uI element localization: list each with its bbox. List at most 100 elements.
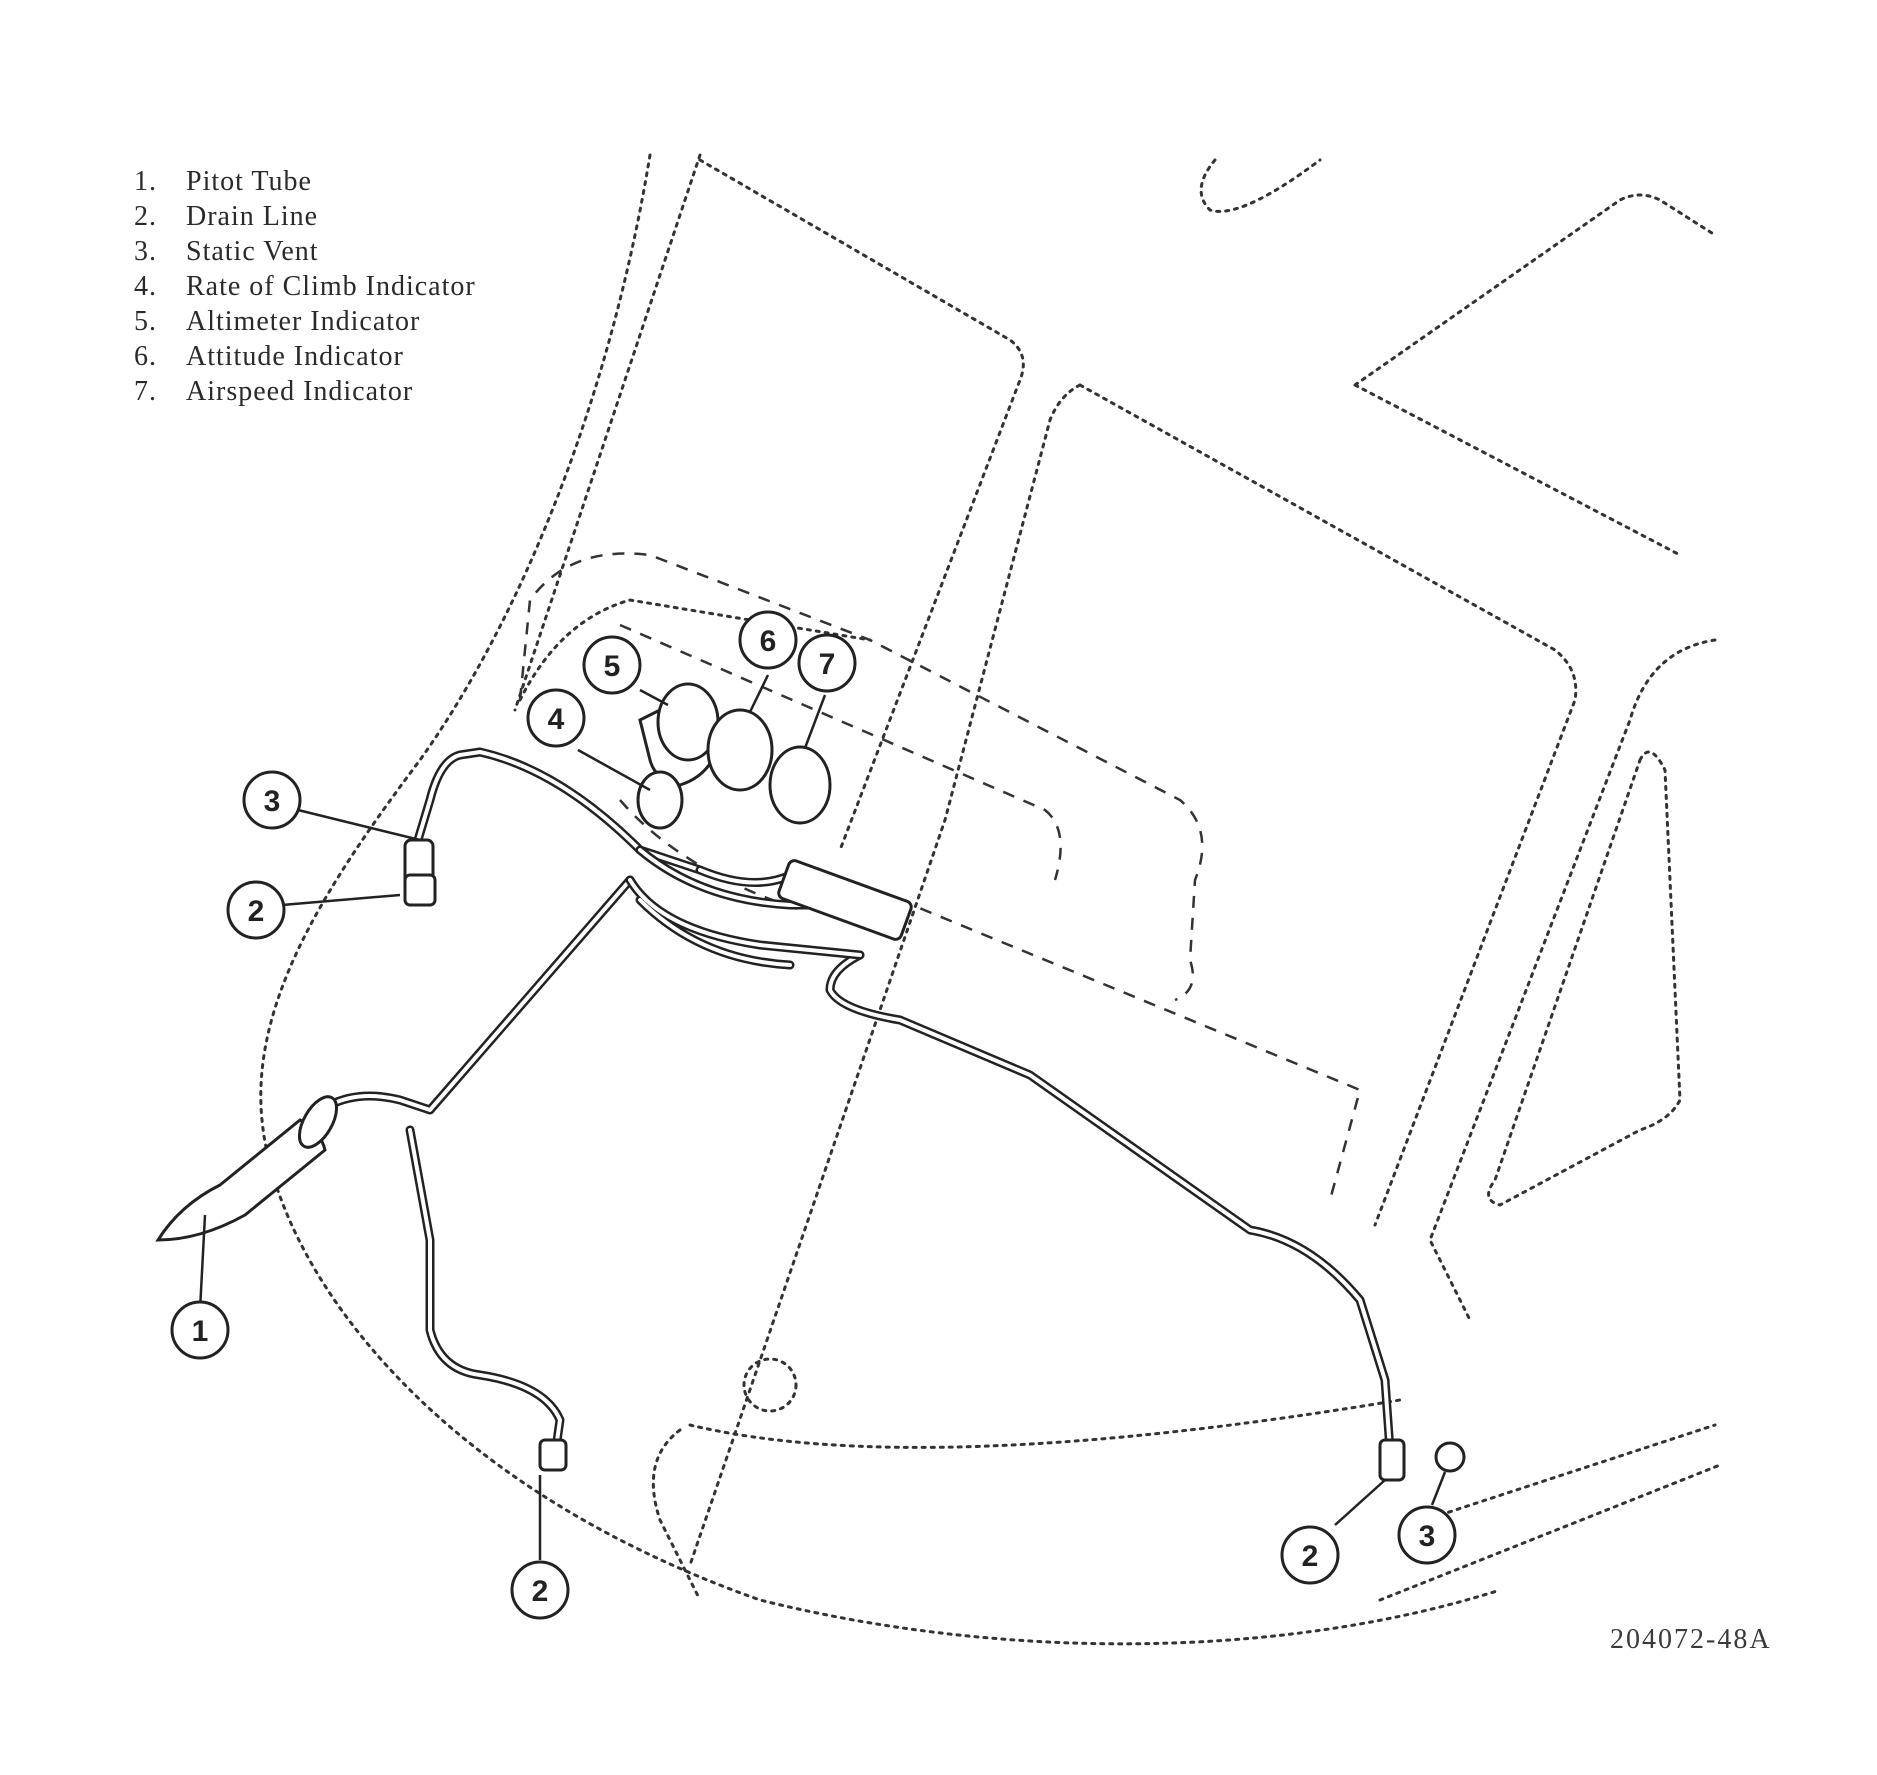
attitude-indicator-face	[706, 708, 774, 792]
static-line-right-inner	[828, 953, 1392, 1452]
rate-of-climb-indicator-face	[636, 770, 684, 830]
drain-fitting-left-upper	[403, 873, 437, 907]
legend-item-drain-line: 2. Drain Line	[134, 199, 476, 234]
window-left	[698, 158, 1025, 852]
callout-2-right: 2	[1280, 1525, 1340, 1585]
legend-number: 2.	[134, 201, 157, 232]
canopy-frame-left	[513, 153, 702, 712]
legend-label: Pitot Tube	[186, 166, 312, 197]
pitot-line-inner	[328, 878, 632, 1112]
callout-2-right-number: 2	[1302, 1540, 1319, 1573]
legend-number: 3.	[134, 236, 157, 267]
callout-2-bottom-number: 2	[532, 1575, 549, 1608]
top-vent	[1199, 158, 1322, 213]
legend-number: 6.	[134, 341, 157, 372]
legend-item-rate-of-climb-indicator: 4. Rate of Climb Indicator	[134, 269, 476, 304]
leader-5	[639, 688, 669, 707]
static-line-right	[825, 950, 1395, 1455]
legend-label: Drain Line	[186, 201, 319, 232]
access-port	[742, 1357, 798, 1413]
leader-1	[198, 1214, 207, 1311]
legend-label: Rate of Climb Indicator	[186, 271, 476, 302]
panel-lower-edge	[899, 898, 1362, 1201]
legend-number: 7.	[134, 376, 157, 407]
legend-number: 5.	[134, 306, 157, 337]
figure-id: 204072-48A	[1610, 1624, 1772, 1655]
callout-3-left: 3	[242, 770, 302, 830]
callout-2-left-upper-number: 2	[248, 895, 265, 928]
legend: 1.Pitot Tube 2.Drain Line 3.Static Vent …	[134, 164, 476, 409]
callout-3-left-circle	[242, 770, 302, 830]
callout-5-circle	[582, 635, 642, 695]
legend-item-attitude-indicator: 6. Attitude Indicator	[134, 339, 476, 374]
callout-4-number: 4	[548, 703, 565, 736]
legend-label: Airspeed Indicator	[186, 376, 414, 407]
callout-6-number: 6	[760, 625, 777, 658]
instrument-panel-outline	[518, 598, 872, 702]
glareshield	[518, 552, 1204, 1002]
callout-2-right-circle	[1280, 1525, 1340, 1585]
lower-panel	[688, 1398, 1402, 1449]
aircraft-outline	[259, 153, 1722, 1646]
callout-6: 6	[738, 610, 798, 670]
leader-2-left-upper	[281, 893, 401, 907]
callout-3-right-number: 3	[1419, 1520, 1436, 1553]
side-window-right	[1487, 750, 1682, 1207]
static-vent-right	[1434, 1441, 1466, 1473]
airspeed-indicator-face	[768, 745, 832, 825]
manifold-lines-inner	[628, 848, 882, 967]
callout-2-bottom-circle	[510, 1560, 570, 1620]
instrument-panel	[518, 552, 1362, 1201]
drain-line-left-inner	[408, 1128, 562, 1457]
callout-3-right-circle	[1397, 1505, 1457, 1565]
legend-item-pitot-tube: 1. Pitot Tube	[134, 164, 476, 199]
callout-2-bottom: 2	[510, 1560, 570, 1620]
callout-7-circle	[797, 633, 857, 693]
panel-inner-edge	[619, 623, 1062, 881]
pitot-tube-flange	[297, 1095, 339, 1149]
callouts: 1 2 2 2 3 3 4 5	[170, 610, 1457, 1620]
legend-item-static-vent: 3. Static Vent	[134, 234, 476, 269]
legend-label: Attitude Indicator	[186, 341, 404, 372]
callout-4-circle	[526, 688, 586, 748]
callout-5: 5	[582, 635, 642, 695]
leader-lines	[198, 674, 1447, 1560]
callout-4: 4	[526, 688, 586, 748]
leader-3-left	[297, 808, 421, 842]
callout-3-left-number: 3	[264, 785, 281, 818]
legend-label: Static Vent	[186, 236, 319, 267]
callout-6-circle	[738, 610, 798, 670]
callout-1: 1	[170, 1300, 230, 1360]
callout-7-number: 7	[819, 648, 836, 681]
static-line-left-inner	[416, 750, 702, 872]
legend-number: 4.	[134, 271, 157, 302]
window-right	[1353, 193, 1717, 557]
callout-5-number: 5	[604, 650, 621, 683]
pitot-line	[325, 875, 635, 1115]
leader-4	[577, 748, 651, 792]
leader-6	[748, 674, 770, 713]
callout-7: 7	[797, 633, 857, 693]
fuselage-side	[651, 1428, 702, 1602]
drain-fitting-right	[1378, 1438, 1406, 1482]
drain-line-left	[405, 1125, 565, 1460]
callout-3-right: 3	[1397, 1505, 1457, 1565]
nose-outline	[259, 153, 1502, 1646]
legend-item-altimeter-indicator: 5. Altimeter Indicator	[134, 304, 476, 339]
leader-7	[803, 694, 827, 749]
manifold-block	[777, 859, 913, 941]
callout-1-number: 1	[192, 1315, 209, 1348]
callout-2-left-upper-circle	[226, 880, 286, 940]
callout-2-left-upper: 2	[226, 880, 286, 940]
leader-3-right	[1430, 1471, 1447, 1506]
fuselage-bottom-right	[1378, 1423, 1722, 1602]
leader-2-right	[1334, 1479, 1386, 1526]
callout-1-circle	[170, 1300, 230, 1360]
components	[155, 682, 1466, 1482]
legend-number: 1.	[134, 166, 157, 197]
legend-label: Altimeter Indicator	[186, 306, 421, 337]
door-frame-right	[1428, 638, 1717, 1322]
plumbing	[325, 747, 1395, 1460]
legend-item-airspeed-indicator: 7. Airspeed Indicator	[134, 374, 476, 409]
